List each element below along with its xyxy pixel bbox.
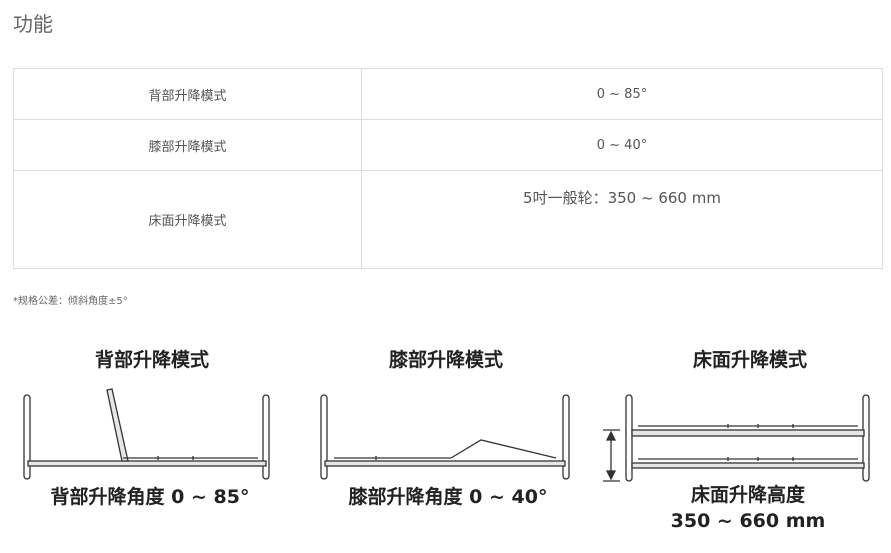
table-row: 背部升降模式 0 ~ 85° [13,68,883,120]
spec-value-back: 0 ~ 85° [361,68,883,120]
height-arrow-icon [603,429,620,482]
bed-height-raised-icon [603,394,870,482]
height-caption-line1: 床面升降高度 [690,484,805,506]
back-mode-heading: 背部升降模式 [94,349,209,371]
spec-label-height: 床面升降模式 [13,170,362,269]
bed-knee-raised-icon [320,394,570,480]
knee-angle-caption: 膝部升降角度 0 ~ 40° [348,486,548,508]
spec-value-knee: 0 ~ 40° [361,119,883,171]
knee-raise-diagram [316,385,576,485]
spec-value-height: 5吋一般轮：350 ~ 660 mm [361,170,883,269]
back-raise-diagram [18,385,278,485]
height-caption-line2: 350 ~ 660 mm [670,510,826,532]
table-row: 床面升降模式 5吋一般轮：350 ~ 660 mm [13,170,883,269]
spec-table: 背部升降模式 0 ~ 85° 膝部升降模式 0 ~ 40° 床面升降模式 5吋一… [13,68,883,269]
table-row: 膝部升降模式 0 ~ 40° [13,119,883,171]
height-mode-heading: 床面升降模式 [692,349,807,371]
page-title: 功能 [13,12,53,36]
spec-tolerance-note: *规格公差：倾斜角度±5° [13,296,128,307]
knee-mode-heading: 膝部升降模式 [388,349,503,371]
bed-back-raised-icon [23,388,270,480]
back-angle-caption: 背部升降角度 0 ~ 85° [50,486,250,508]
spec-label-back: 背部升降模式 [13,68,362,120]
height-raise-diagram [598,385,878,485]
spec-label-knee: 膝部升降模式 [13,119,362,171]
